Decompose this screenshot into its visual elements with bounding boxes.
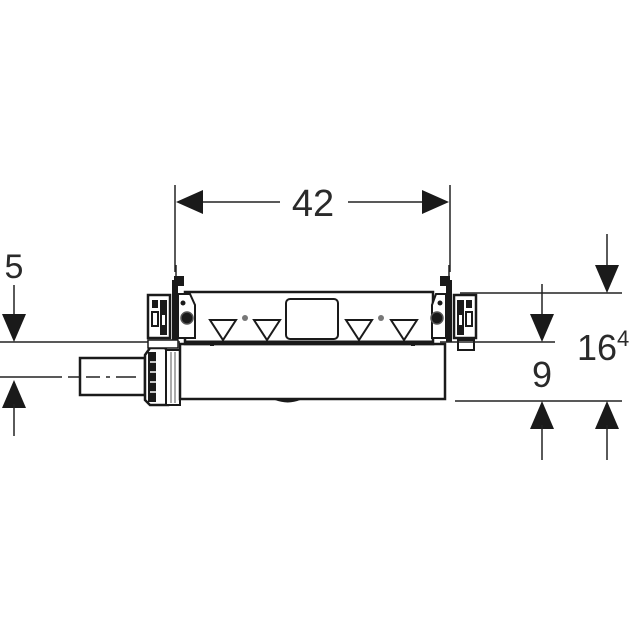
arrow-down-icon: [2, 314, 26, 342]
arrow-up-icon: [2, 380, 26, 408]
triangle-marker-icon: [208, 319, 238, 342]
dimension-42: 42: [174, 183, 451, 272]
dimension-9-label: 9: [532, 354, 552, 395]
arrow-right-icon: [422, 190, 449, 214]
dot-marker: [242, 315, 248, 321]
triangle-marker-icon: [389, 319, 419, 342]
right-bracket: [430, 265, 478, 351]
center-window: [285, 298, 339, 340]
dimension-42-label: 42: [292, 183, 334, 225]
arrow-down-icon: [530, 314, 554, 342]
drain-pipe: [68, 346, 181, 407]
arrow-down-icon: [595, 265, 619, 293]
dimension-16-label: 164: [577, 326, 629, 368]
left-bracket: [146, 265, 196, 349]
frame-top: [183, 290, 435, 346]
bolt-icon: [180, 311, 194, 325]
bolt-icon: [430, 311, 444, 325]
triangle-marker-icon: [252, 319, 282, 342]
arrow-up-icon: [595, 401, 619, 429]
triangle-marker-icon: [344, 319, 374, 342]
arrow-up-icon: [530, 401, 554, 429]
frame-body: [178, 342, 447, 403]
dimension-9-and-16: 164 9: [440, 234, 629, 460]
arrow-left-icon: [176, 190, 203, 214]
dot-marker: [378, 315, 384, 321]
dimension-5-label: 5: [5, 248, 24, 286]
